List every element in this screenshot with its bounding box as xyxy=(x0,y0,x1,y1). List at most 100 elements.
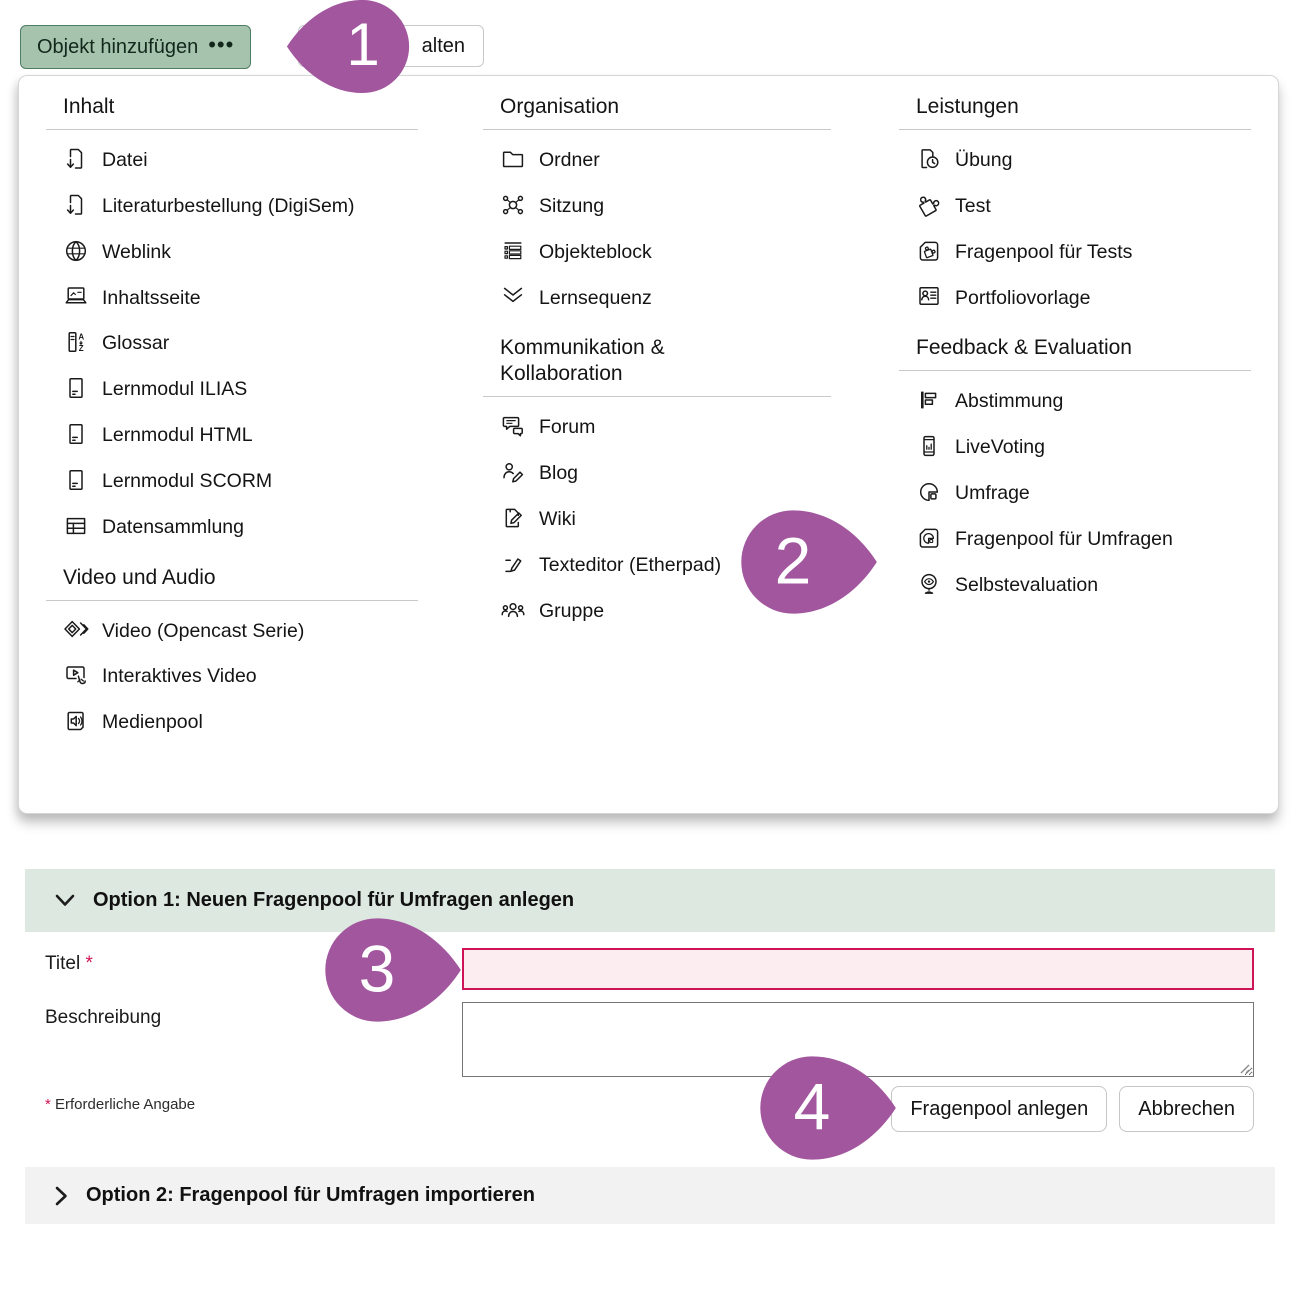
folder-icon xyxy=(500,146,526,172)
menu-section-title: Leistungen xyxy=(899,94,1251,130)
add-object-button[interactable]: Objekt hinzufügen ••• xyxy=(20,25,252,69)
menu-item[interactable]: Weblink xyxy=(46,239,376,266)
menu-item-label: Portfoliovorlage xyxy=(955,286,1091,309)
menu-item-label: Fragenpool für Umfragen xyxy=(955,527,1173,550)
interactive-video-icon xyxy=(63,662,89,688)
item-group-icon xyxy=(500,238,526,264)
menu-item-label: Umfrage xyxy=(955,482,1030,505)
menu-item[interactable]: Ordner xyxy=(483,147,813,174)
menu-item-label: Wiki xyxy=(539,508,576,531)
add-object-button-label: Objekt hinzufügen xyxy=(37,35,199,58)
learning-module-icon xyxy=(63,421,89,447)
wiki-icon xyxy=(500,505,526,531)
menu-item-label: Video (Opencast Serie) xyxy=(102,619,305,642)
menu-item[interactable]: Lernmodul HTML xyxy=(46,422,376,449)
content-page-icon xyxy=(63,283,89,309)
description-textarea[interactable] xyxy=(462,1002,1254,1077)
menu-item-label: Lernmodul SCORM xyxy=(102,469,273,492)
required-asterisk: * xyxy=(45,1096,51,1113)
blog-icon xyxy=(500,459,526,485)
menu-item[interactable]: Übung xyxy=(899,147,1229,174)
self-evaluation-icon xyxy=(916,571,942,597)
live-voting-icon xyxy=(916,433,942,459)
menu-item-label: Lernsequenz xyxy=(539,286,652,309)
description-field-label: Beschreibung xyxy=(45,1007,162,1028)
menu-item[interactable]: Lernsequenz xyxy=(483,285,813,312)
menu-item-label: Fragenpool für Tests xyxy=(955,240,1133,263)
menu-section-title: Inhalt xyxy=(46,94,418,130)
svg-text:A: A xyxy=(78,333,84,342)
menu-item[interactable]: Forum xyxy=(483,414,813,441)
option2-accordion-header[interactable]: Option 2: Fragenpool für Umfragen import… xyxy=(25,1167,1275,1224)
file-download-icon xyxy=(63,146,89,172)
menu-item[interactable]: Interaktives Video xyxy=(46,663,376,690)
menu-item[interactable]: Abstimmung xyxy=(899,388,1229,415)
create-question-pool-button[interactable]: Fragenpool anlegen xyxy=(891,1086,1108,1132)
menu-item-label: Abstimmung xyxy=(955,390,1064,413)
menu-item-label: Forum xyxy=(539,416,596,439)
question-pool-test-icon xyxy=(916,238,942,264)
secondary-toolbar-button[interactable]: alten xyxy=(298,25,484,67)
menu-item[interactable]: Test xyxy=(899,193,1229,220)
menu-item[interactable]: Medienpool xyxy=(46,709,376,736)
menu-section-title: Kommunikation & Kollaboration xyxy=(483,335,831,398)
option1-accordion-header[interactable]: Option 1: Neuen Fragenpool für Umfragen … xyxy=(25,869,1275,932)
menu-section-title: Feedback & Evaluation xyxy=(899,335,1251,372)
poll-icon xyxy=(916,387,942,413)
menu-item[interactable]: Fragenpool für Tests xyxy=(899,239,1229,266)
opencast-video-icon xyxy=(63,616,89,642)
menu-item[interactable]: Wiki xyxy=(483,506,813,533)
etherpad-icon xyxy=(500,551,526,577)
menu-item[interactable]: Lernmodul SCORM xyxy=(46,468,376,495)
menu-item[interactable]: Inhaltsseite xyxy=(46,285,376,312)
learning-sequence-icon xyxy=(500,283,526,309)
media-pool-icon xyxy=(63,708,89,734)
menu-item[interactable]: Blog xyxy=(483,460,813,487)
menu-section-title: Video und Audio xyxy=(46,565,418,601)
menu-item-label: Texteditor (Etherpad) xyxy=(539,553,722,576)
title-input[interactable] xyxy=(462,948,1254,990)
file-download-icon xyxy=(63,192,89,218)
exercise-icon xyxy=(916,146,942,172)
menu-item[interactable]: Fragenpool für Umfragen xyxy=(899,526,1229,553)
svg-text:Z: Z xyxy=(79,344,84,353)
title-field-label: Titel * xyxy=(45,953,93,974)
chevron-right-icon xyxy=(55,1186,67,1205)
menu-item-label: Ordner xyxy=(539,149,600,171)
menu-item[interactable]: Datensammlung xyxy=(46,514,376,541)
menu-item[interactable]: Umfrage xyxy=(899,480,1229,507)
menu-item[interactable]: Lernmodul ILIAS xyxy=(46,376,376,403)
menu-item[interactable]: Selbstevaluation xyxy=(899,572,1229,599)
menu-item-label: Blog xyxy=(539,462,579,485)
option2-title: Option 2: Fragenpool für Umfragen import… xyxy=(86,1184,535,1206)
required-field-note: * Erforderliche Angabe xyxy=(45,1096,196,1113)
survey-icon xyxy=(916,479,942,505)
menu-item[interactable]: Datei xyxy=(46,147,376,174)
menu-item[interactable]: Sitzung xyxy=(483,193,813,220)
group-icon xyxy=(500,597,526,623)
menu-item[interactable]: Portfoliovorlage xyxy=(899,285,1229,312)
form-button-row: Fragenpool anlegen Abbrechen xyxy=(462,1086,1254,1132)
option1-title: Option 1: Neuen Fragenpool für Umfragen … xyxy=(93,889,575,911)
menu-item[interactable]: Texteditor (Etherpad) xyxy=(483,552,813,579)
menu-item-label: Lernmodul ILIAS xyxy=(102,378,248,401)
forum-icon xyxy=(500,413,526,439)
session-icon xyxy=(500,192,526,218)
menu-item-label: Literaturbestellung (DigiSem) xyxy=(102,194,355,217)
portfolio-template-icon xyxy=(916,283,942,309)
menu-item[interactable]: Objekteblock xyxy=(483,239,813,266)
menu-item[interactable]: Gruppe xyxy=(483,598,813,625)
cancel-button[interactable]: Abbrechen xyxy=(1119,1086,1254,1132)
menu-item[interactable]: LiveVoting xyxy=(899,434,1229,461)
menu-item-label: Datei xyxy=(102,149,148,171)
menu-item[interactable]: Literaturbestellung (DigiSem) xyxy=(46,193,376,220)
menu-item[interactable]: Video (Opencast Serie) xyxy=(46,618,376,645)
menu-item-label: Datensammlung xyxy=(102,515,244,538)
menu-item-label: Test xyxy=(955,194,991,217)
